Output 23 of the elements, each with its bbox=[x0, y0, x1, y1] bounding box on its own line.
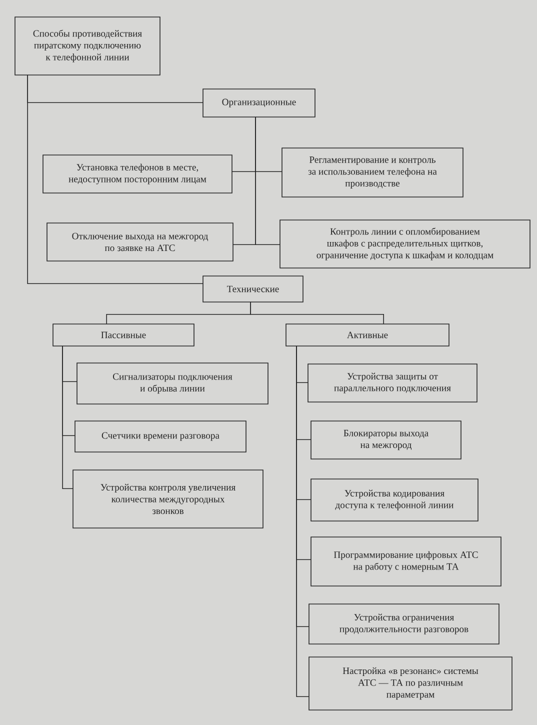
connector-line bbox=[250, 302, 384, 324]
category-box: Устройства кодирования доступа к телефонной линии bbox=[310, 478, 478, 522]
category-box: Технические bbox=[202, 276, 304, 302]
category-box: Отключение выхода на межгород по заявке на АТС bbox=[46, 222, 234, 262]
connector-line bbox=[255, 117, 280, 245]
category-box: Пассивные bbox=[52, 324, 194, 346]
category-box: Устройства защиты от параллельного подключения bbox=[308, 364, 478, 402]
category-box: Устройства контроля увеличения количества междугородных звонков bbox=[72, 470, 264, 528]
category-box: Способы противодействия пиратскому подключению к телефонной линии bbox=[14, 16, 160, 76]
category-box: Программирование цифровых АТС на работу с номерным ТА bbox=[310, 536, 502, 586]
category-box: Счетчики времени разговора bbox=[74, 420, 246, 452]
connector-line bbox=[62, 346, 73, 489]
category-box: Устройства ограничения продолжительности разговоров bbox=[308, 604, 500, 644]
category-box: Настройка «в резонанс» системы АТС — ТА по различным параметрам bbox=[308, 656, 512, 710]
category-box: Сигнализаторы подключения и обрыва линии bbox=[76, 362, 268, 404]
category-box: Контроль линии с опломбированием шкафов с распределительных щитков, ограничение доступа к шкафам и колодцам bbox=[280, 220, 530, 268]
category-box: Активные bbox=[286, 324, 450, 346]
category-box: Организационные bbox=[202, 88, 316, 118]
category-box: Установка телефонов в месте, недоступном посторонним лицам bbox=[42, 154, 232, 194]
category-box: Регламентирование и контроль за использованием телефона на производстве bbox=[282, 148, 464, 198]
connector-line bbox=[296, 346, 309, 697]
connector-line bbox=[27, 75, 203, 284]
category-box: Блокираторы выхода на межгород bbox=[310, 420, 462, 460]
